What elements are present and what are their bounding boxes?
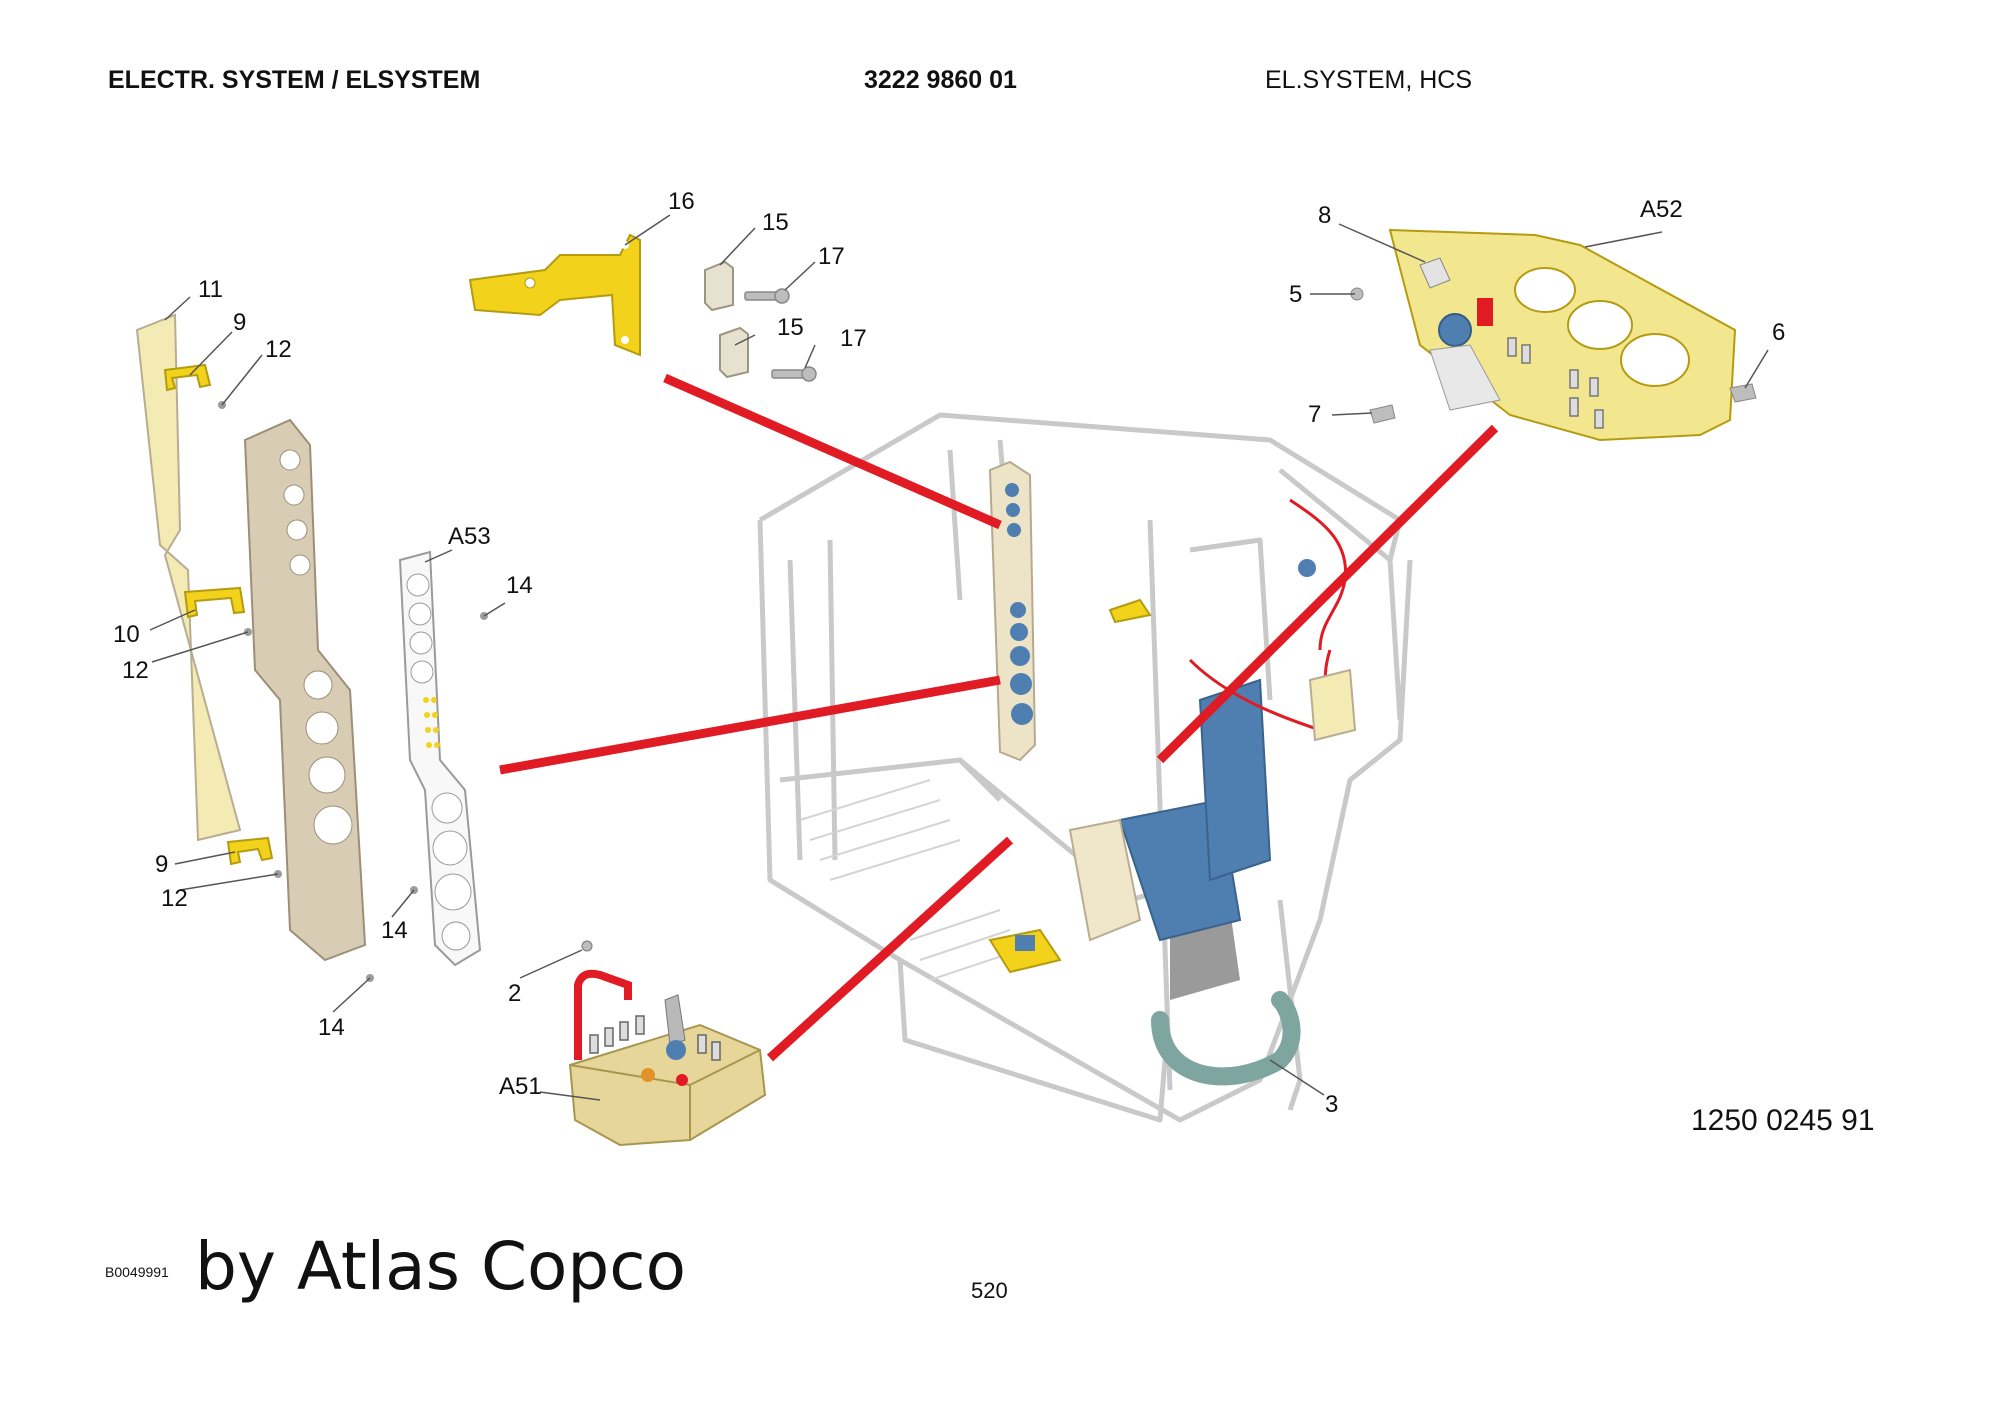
illustration-part-number: 1250 0245 91 [1691, 1104, 1875, 1137]
callout-15-bottom: 15 [777, 314, 804, 341]
cab-yellow-box [1308, 668, 1357, 742]
callout-17-top: 17 [818, 243, 845, 270]
part-A51-control-box [568, 940, 767, 1147]
callout-leaders [149, 214, 1769, 1101]
callout-6: 6 [1772, 319, 1785, 346]
callout-A52: A52 [1640, 196, 1683, 223]
callout-12-top: 12 [265, 336, 292, 363]
callout-3: 3 [1325, 1091, 1338, 1118]
cab-frame [757, 412, 1413, 1123]
cab-floor-grid [799, 779, 1021, 981]
part-A53-panel [398, 550, 482, 967]
operator-seat [1068, 678, 1272, 1000]
floor-hose [1151, 991, 1301, 1086]
callout-14-c: 14 [506, 572, 533, 599]
callout-11: 11 [198, 276, 223, 303]
callout-14-b: 14 [318, 1014, 345, 1041]
callout-9-bottom: 9 [155, 851, 168, 878]
part-9-clip-bottom [226, 836, 274, 866]
leader-lines [499, 373, 1499, 1062]
part-11-strip [135, 313, 242, 842]
callout-9-top: 9 [233, 309, 246, 336]
callout-17-bottom: 17 [840, 325, 867, 352]
callout-14-a: 14 [381, 917, 408, 944]
image-id: B0049991 [105, 1264, 169, 1280]
section-title: ELECTR. SYSTEM / ELSYSTEM [108, 66, 481, 94]
callout-8: 8 [1318, 202, 1331, 229]
callout-7: 7 [1308, 401, 1321, 428]
part-9-clip-top [163, 363, 212, 392]
callout-A51: A51 [499, 1073, 542, 1100]
callout-10: 10 [113, 621, 140, 648]
part-16-bracket [468, 233, 641, 357]
part-15-blocks [704, 260, 749, 379]
cab-control-box [988, 928, 1062, 974]
callout-labels: 16 15 17 15 17 11 9 12 10 12 9 12 14 14 … [113, 188, 1785, 1118]
callout-15-top: 15 [762, 209, 789, 236]
callout-2: 2 [508, 980, 521, 1007]
document-number: 3222 9860 01 [864, 66, 1017, 94]
cab-bracket [1108, 598, 1152, 624]
credit-text: by Atlas Copco [195, 1228, 686, 1305]
part-17-bolts [744, 288, 817, 382]
cab-panel-pillar [988, 460, 1037, 762]
callout-16: 16 [668, 188, 695, 215]
a52-small-parts [1350, 287, 1757, 424]
cab-sensor [1298, 559, 1316, 577]
callout-A53: A53 [448, 523, 491, 550]
tan-panel [243, 418, 367, 962]
callout-5: 5 [1289, 281, 1302, 308]
part-10-clip [183, 586, 246, 619]
part-A52-panel [1388, 228, 1737, 442]
page-number: 520 [971, 1278, 1008, 1303]
callout-12-middle: 12 [122, 657, 149, 684]
callout-12-bottom: 12 [161, 885, 188, 912]
section-subtitle: EL.SYSTEM, HCS [1265, 66, 1472, 94]
